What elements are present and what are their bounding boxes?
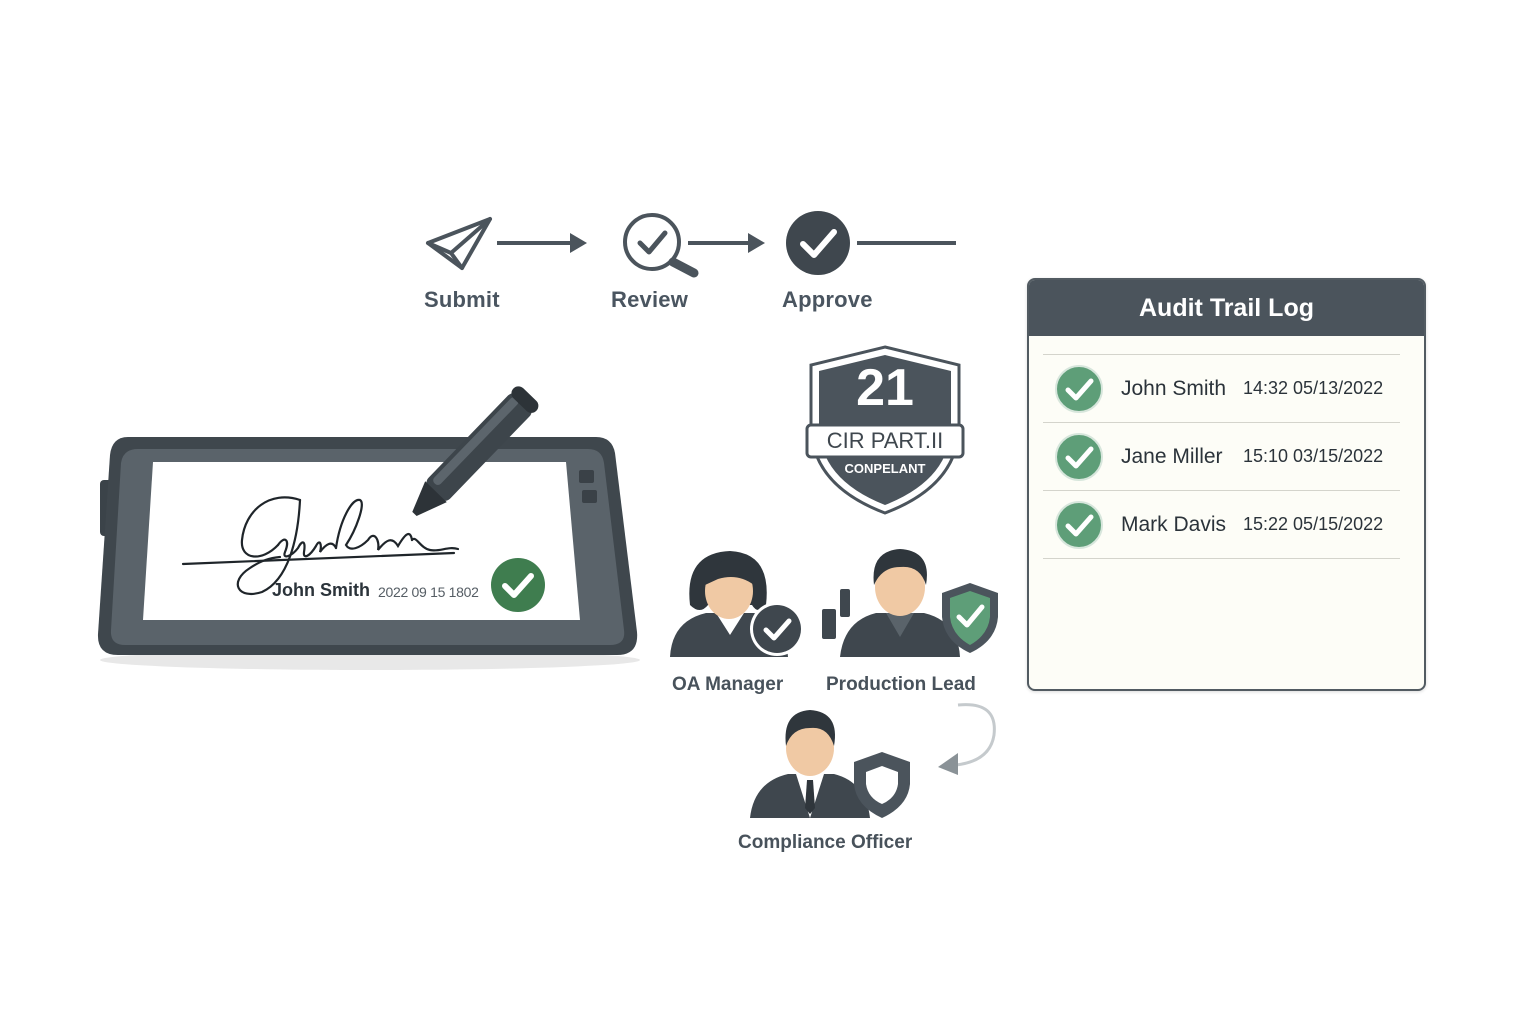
- audit-entry-time: 14:32 05/13/2022: [1243, 378, 1384, 398]
- production-lead-avatar-icon: [822, 549, 998, 657]
- audit-trail-panel: Audit Trail Log John Smith 14:32 05/13/2…: [1027, 278, 1426, 691]
- check-circle-icon: [1055, 500, 1103, 549]
- curved-arrow-icon: [938, 703, 996, 775]
- audit-entry-name: John Smith: [1121, 376, 1227, 400]
- signature-verified-check-icon: [491, 558, 545, 612]
- approve-check-circle-icon: [786, 211, 850, 275]
- shield-badge-icon: [805, 345, 965, 515]
- badge-number: 21: [856, 359, 914, 417]
- manager-avatar-icon: [670, 551, 804, 657]
- check-circle-icon: [1055, 432, 1103, 481]
- audit-entry-name: Mark Davis: [1121, 512, 1227, 536]
- audit-entry-name: Jane Miller: [1121, 444, 1223, 468]
- paper-plane-icon: [426, 217, 492, 270]
- signature-date: 2022 09 15 1802: [378, 584, 479, 600]
- step-label-review: Review: [611, 287, 689, 312]
- role-label-production-lead: Production Lead: [826, 674, 976, 695]
- role-label-compliance-officer: Compliance Officer: [738, 832, 913, 853]
- step-label-submit: Submit: [424, 287, 500, 312]
- audit-entry-time: 15:10 03/15/2022: [1243, 446, 1384, 466]
- badge-line1: CIR PART.II: [826, 428, 944, 453]
- arrow-review-approve: [688, 233, 765, 253]
- audit-entry: Mark Davis 15:22 05/15/2022: [1043, 491, 1400, 559]
- stylus-pen-icon: [412, 386, 539, 517]
- check-circle-icon: [1055, 364, 1103, 413]
- workflow-connectors: [426, 211, 956, 278]
- audit-entry-time: 15:22 05/15/2022: [1243, 514, 1384, 534]
- role-label-oa-manager: OA Manager: [672, 674, 784, 695]
- compliance-officer-avatar-icon: [750, 710, 910, 818]
- handwritten-signature: [181, 496, 460, 595]
- badge-line2: CONPELANT: [844, 461, 926, 476]
- audit-entry: Jane Miller 15:10 03/15/2022: [1043, 423, 1400, 491]
- step-label-approve: Approve: [782, 287, 873, 312]
- audit-trail-title: Audit Trail Log: [1029, 280, 1424, 336]
- arrow-submit-review: [497, 233, 587, 253]
- audit-entry: John Smith 14:32 05/13/2022: [1043, 355, 1400, 423]
- review-magnifier-check-icon: [623, 213, 699, 278]
- audit-trail-list: John Smith 14:32 05/13/2022 Jane Miller …: [1043, 354, 1400, 559]
- signature-name: John Smith: [272, 580, 370, 600]
